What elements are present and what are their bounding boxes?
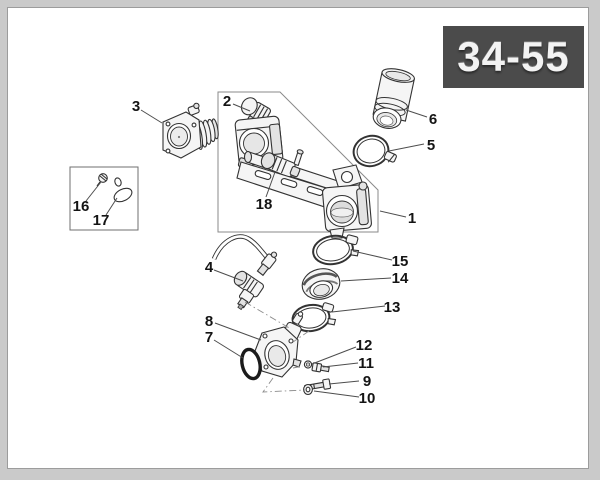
leader-line-11 bbox=[322, 362, 359, 368]
part-10-washer-drawing bbox=[303, 383, 313, 396]
part-1-throttle-body-assembly-drawing bbox=[234, 97, 372, 239]
leader-line-6 bbox=[405, 109, 428, 118]
part-label-12: 12 bbox=[356, 337, 373, 354]
part-label-17: 17 bbox=[93, 212, 110, 229]
part-5-clamp-drawing bbox=[352, 134, 397, 168]
leader-line-13 bbox=[331, 305, 386, 313]
leader-line-9 bbox=[328, 380, 360, 385]
part-label-4: 4 bbox=[205, 259, 214, 276]
leader-line-8 bbox=[214, 322, 262, 341]
leader-line-5 bbox=[388, 143, 425, 152]
part-7-oring-drawing bbox=[240, 347, 262, 381]
part-8-flange-drawing bbox=[254, 311, 304, 378]
leader-line-2 bbox=[232, 103, 251, 112]
leader-line-1 bbox=[379, 210, 407, 218]
page-code-badge: 34-55 bbox=[443, 26, 584, 88]
part-label-10: 10 bbox=[359, 390, 376, 407]
part-6-air-duct-drawing bbox=[372, 68, 415, 129]
leader-line-12 bbox=[311, 346, 357, 365]
alignment-lines bbox=[244, 301, 310, 393]
part-3-intake-joint-drawing bbox=[162, 102, 219, 159]
part-16-cap-drawing bbox=[96, 173, 108, 187]
part-18-injector-drawing bbox=[260, 152, 301, 178]
fuel-hose-drawing bbox=[211, 234, 278, 277]
leader-line-18 bbox=[265, 171, 276, 198]
leader-line-10 bbox=[313, 390, 360, 398]
page-code: 34-55 bbox=[457, 33, 570, 80]
part-14-sleeve-drawing bbox=[301, 268, 341, 300]
part-label-15: 15 bbox=[392, 253, 409, 270]
leader-line-16 bbox=[85, 181, 102, 202]
part-label-7: 7 bbox=[205, 329, 213, 346]
leader-line-17 bbox=[105, 197, 118, 216]
part-label-5: 5 bbox=[427, 137, 435, 154]
part-12-nut-drawing bbox=[303, 360, 313, 369]
small-parts-inset-box bbox=[69, 166, 139, 231]
diagram-artwork bbox=[69, 68, 415, 396]
part-label-13: 13 bbox=[384, 299, 401, 316]
leader-line-4 bbox=[213, 269, 244, 282]
assembly-inset-box bbox=[217, 91, 379, 233]
part-15-clamp-drawing bbox=[312, 234, 360, 266]
leader-line-15 bbox=[352, 250, 393, 261]
part-label-6: 6 bbox=[429, 111, 437, 128]
part-label-1: 1 bbox=[408, 210, 416, 227]
part-4-injector-drawing bbox=[233, 270, 264, 311]
part-label-16: 16 bbox=[73, 198, 90, 215]
part-label-9: 9 bbox=[363, 373, 371, 390]
leader-lines bbox=[85, 103, 428, 398]
leader-line-3 bbox=[140, 109, 163, 124]
part-label-11: 11 bbox=[358, 355, 374, 372]
part-11-bolt-drawing bbox=[311, 362, 330, 373]
part-label-8: 8 bbox=[205, 313, 213, 330]
part-label-14: 14 bbox=[392, 270, 409, 287]
part-label-2: 2 bbox=[223, 93, 231, 110]
part-label-3: 3 bbox=[132, 98, 140, 115]
part-17-tube-drawing bbox=[113, 177, 133, 203]
leader-line-7 bbox=[213, 339, 244, 359]
part-label-18: 18 bbox=[256, 196, 273, 213]
leader-line-14 bbox=[340, 277, 392, 282]
